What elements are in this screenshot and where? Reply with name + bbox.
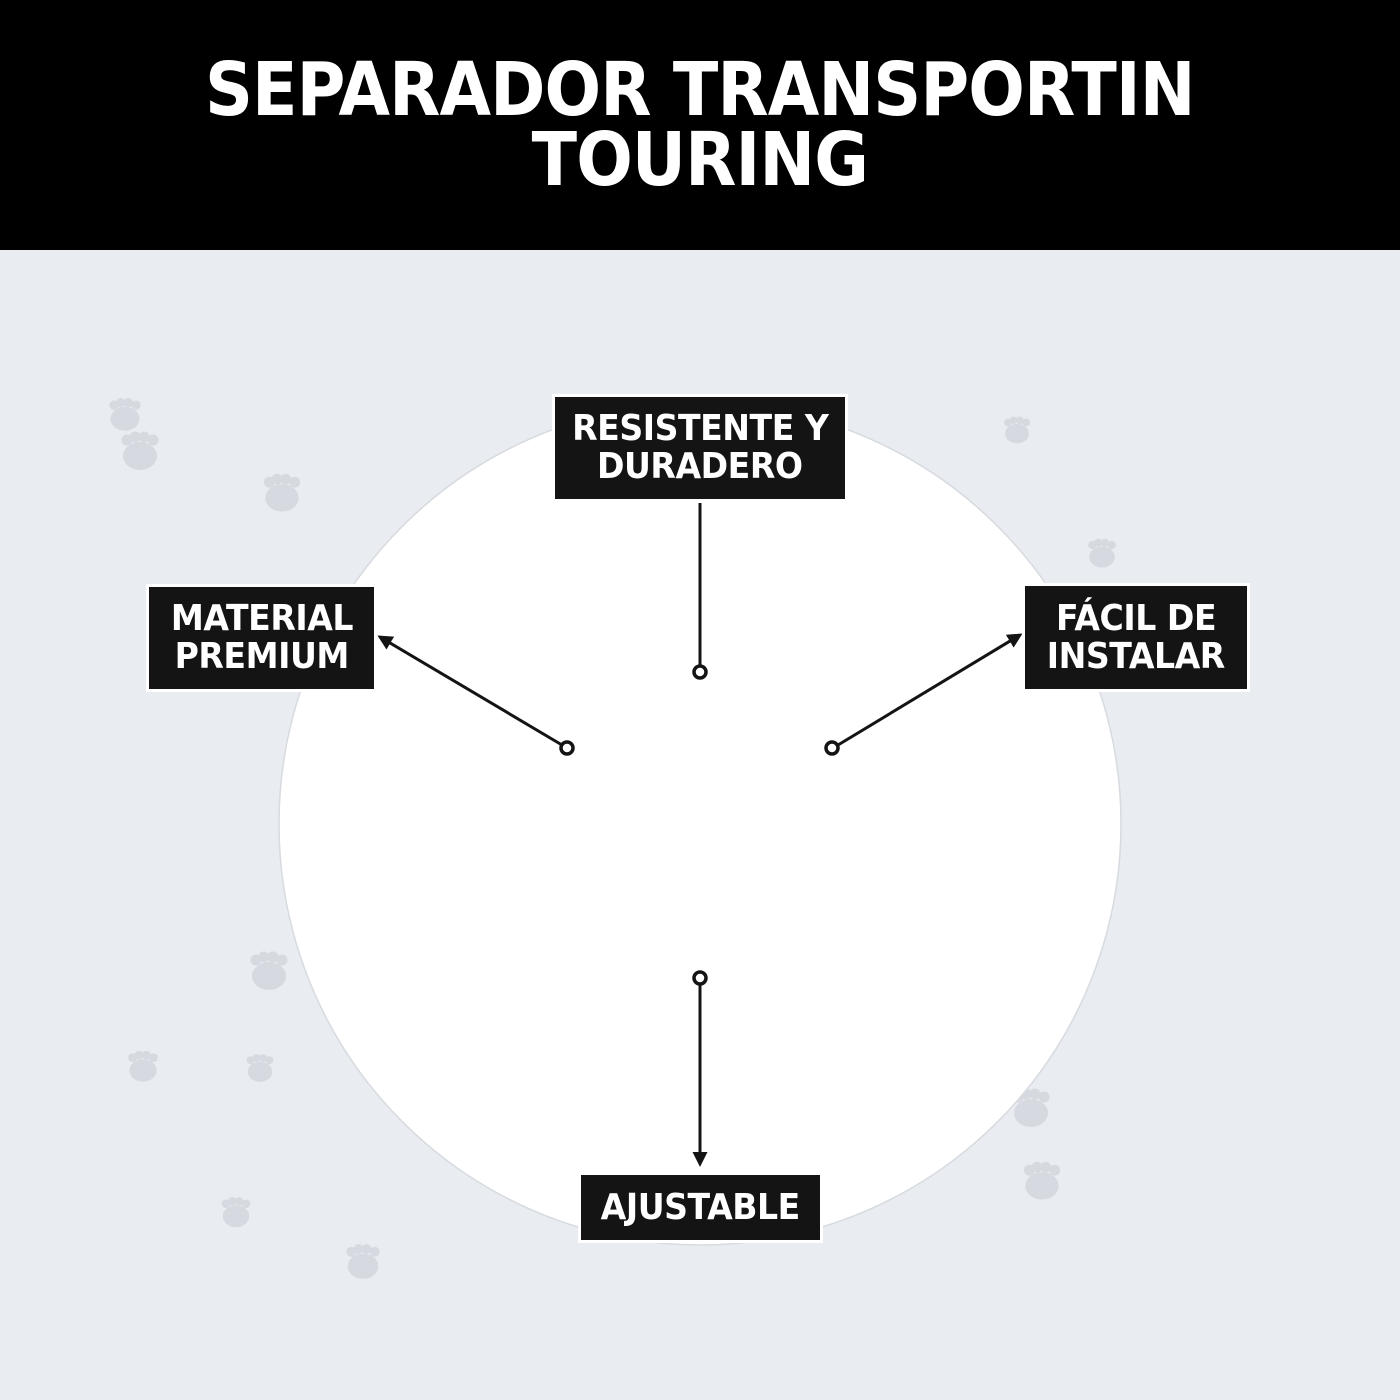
connectors (377, 503, 1023, 1167)
title-line-2: TOURING (531, 117, 869, 203)
paw-print-icon (121, 431, 159, 470)
title-line-1: SEPARADOR TRANSPORTIN (205, 47, 1196, 133)
paw-print-icon (128, 1050, 158, 1082)
paw-print-icon (1023, 1161, 1061, 1200)
paw-print-icon (1088, 538, 1116, 568)
anchor-dot-icon (692, 970, 708, 986)
connector-material (377, 635, 563, 747)
callout-line-1: AJUSTABLE (600, 1186, 801, 1228)
callout-line-2: DURADERO (597, 446, 803, 487)
header-banner: SEPARADOR TRANSPORTIN TOURING (0, 0, 1400, 250)
callout-line-1: MATERIAL (170, 598, 353, 639)
callout-line-1: FÁCIL DE (1055, 597, 1217, 639)
callout-line-1: RESISTENTE Y (571, 408, 829, 449)
paw-print-icon (109, 397, 141, 431)
paw-print-icon (250, 951, 288, 990)
paw-print-icon (263, 473, 301, 512)
connector-facil (837, 633, 1023, 747)
paw-print-icon (346, 1244, 380, 1279)
callout-line-2: PREMIUM (174, 636, 349, 677)
callout-line-2: INSTALAR (1046, 635, 1226, 677)
callout-ajustable: AJUSTABLE (578, 1172, 823, 1243)
callout-resistente-y-duradero: RESISTENTE Y DURADERO (552, 394, 848, 502)
paw-print-icon (246, 1054, 274, 1082)
anchor-dot-icon (692, 664, 708, 680)
callout-material-premium: MATERIAL PREMIUM (146, 584, 377, 692)
paw-print-icon (1004, 416, 1030, 444)
anchor-dot-icon (559, 740, 575, 756)
anchor-dots (559, 664, 840, 986)
anchor-dot-icon (824, 740, 840, 756)
paw-print-icon (221, 1197, 251, 1228)
callout-facil-de-instalar: FÁCIL DE INSTALAR (1022, 583, 1250, 692)
